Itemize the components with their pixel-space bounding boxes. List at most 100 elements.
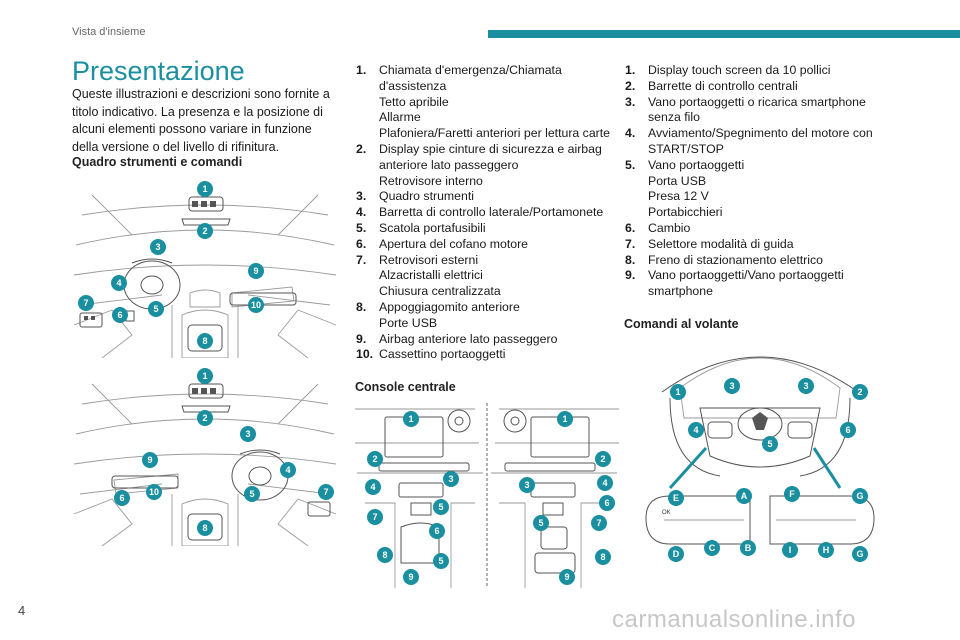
svg-text:1: 1 [562, 414, 567, 424]
dashboard-lhd-figure: 1 2 3 4 5 6 7 8 9 10 [73, 181, 337, 358]
subheading-quadro: Quadro strumenti e comandi [72, 155, 243, 169]
svg-text:9: 9 [147, 455, 152, 465]
svg-text:4: 4 [370, 482, 375, 492]
svg-text:F: F [789, 489, 795, 499]
center-console-figure: 1 2 3 4 5 6 7 8 5 9 1 2 3 4 6 5 7 8 9 [355, 403, 619, 588]
svg-text:4: 4 [116, 278, 121, 288]
svg-text:2: 2 [600, 454, 605, 464]
wheel-callouts: 1 2 3 3 4 5 6 [670, 378, 868, 452]
svg-text:7: 7 [596, 518, 601, 528]
svg-text:6: 6 [117, 310, 122, 320]
svg-text:A: A [741, 491, 748, 501]
svg-text:4: 4 [602, 478, 607, 488]
legend-item: 9.Airbag anteriore lato passeggero [356, 331, 558, 346]
svg-text:1: 1 [675, 387, 680, 397]
badge-1: 1 [557, 411, 573, 427]
badge-4: 4 [111, 275, 127, 291]
legend-item: 1.Display touch screen da 10 pollici [625, 63, 831, 77]
svg-text:9: 9 [253, 266, 258, 276]
svg-text:G: G [856, 491, 863, 501]
right-pad-callouts: F G I H G [782, 486, 868, 562]
badge-G2: G [852, 546, 868, 562]
badge-1: 1 [403, 411, 419, 427]
badge-2: 2 [595, 451, 611, 467]
badge-5: 5 [762, 436, 778, 452]
page-title: Presentazione [72, 56, 245, 86]
svg-text:1: 1 [202, 371, 207, 381]
badge-7: 7 [78, 295, 94, 311]
badge-I: I [782, 542, 798, 558]
legend-item: 6.Cambio [625, 220, 691, 235]
svg-text:C: C [709, 543, 716, 553]
left-pad-callouts: E A D C B [668, 488, 756, 562]
svg-text:2: 2 [202, 226, 207, 236]
badge-3: 3 [724, 378, 740, 394]
badge-5b: 5 [433, 553, 449, 569]
badge-1: 1 [197, 181, 213, 197]
badge-9: 9 [403, 569, 419, 585]
svg-text:D: D [673, 549, 680, 559]
svg-text:2: 2 [857, 387, 862, 397]
badge-C: C [704, 540, 720, 556]
header-accent-bar [488, 30, 960, 38]
svg-text:5: 5 [153, 304, 158, 314]
badge-H: H [818, 542, 834, 558]
svg-text:E: E [673, 493, 679, 503]
badge-3: 3 [443, 471, 459, 487]
svg-text:5: 5 [538, 518, 543, 528]
badge-7: 7 [318, 484, 334, 500]
svg-text:3: 3 [245, 429, 250, 439]
badge-1: 1 [197, 368, 213, 384]
svg-text:7: 7 [323, 487, 328, 497]
svg-text:5: 5 [438, 502, 443, 512]
badge-2: 2 [197, 410, 213, 426]
badge-5: 5 [148, 301, 164, 317]
badge-8: 8 [197, 333, 213, 349]
badge-3: 3 [240, 426, 256, 442]
badge-E: E [668, 490, 684, 506]
svg-text:3: 3 [448, 474, 453, 484]
badge-9: 9 [142, 452, 158, 468]
badge-5: 5 [244, 486, 260, 502]
svg-text:4: 4 [285, 465, 290, 475]
svg-text:G: G [856, 549, 863, 559]
section-header: Vista d'insieme [72, 26, 146, 38]
svg-text:7: 7 [372, 512, 377, 522]
badge-5: 5 [533, 515, 549, 531]
legend-item: 10.Cassettino portaoggetti [356, 347, 506, 362]
badge-2: 2 [197, 223, 213, 239]
badge-6: 6 [429, 523, 445, 539]
badge-6: 6 [112, 307, 128, 323]
badge-6: 6 [599, 495, 615, 511]
legend-item: 6.Apertura del cofano motore [356, 236, 529, 251]
callout-badges: 1 2 3 4 5 6 7 8 9 10 [78, 181, 264, 349]
svg-text:3: 3 [524, 480, 529, 490]
svg-text:10: 10 [251, 300, 261, 310]
svg-text:6: 6 [845, 425, 850, 435]
badge-G: G [852, 488, 868, 504]
svg-text:8: 8 [600, 552, 605, 562]
svg-text:I: I [789, 545, 792, 555]
badge-3b: 3 [798, 378, 814, 394]
svg-text:H: H [823, 545, 830, 555]
badge-2: 2 [852, 384, 868, 400]
badge-1: 1 [670, 384, 686, 400]
badge-3: 3 [519, 477, 535, 493]
badge-10: 10 [248, 297, 264, 313]
svg-text:B: B [745, 543, 752, 553]
badge-9: 9 [559, 569, 575, 585]
badge-7: 7 [367, 509, 383, 525]
legend-item: 4.Barretta di controllo laterale/Portamo… [356, 205, 604, 220]
svg-text:3: 3 [803, 381, 808, 391]
badge-6: 6 [114, 490, 130, 506]
badge-7: 7 [591, 515, 607, 531]
svg-text:6: 6 [119, 493, 124, 503]
badge-4: 4 [597, 475, 613, 491]
legend-item: 7.Selettore modalità di guida [625, 236, 794, 251]
pad-ok-label: OK [662, 510, 671, 516]
dashboard-rhd-figure: 1 2 3 4 5 6 7 8 9 10 [73, 368, 337, 546]
